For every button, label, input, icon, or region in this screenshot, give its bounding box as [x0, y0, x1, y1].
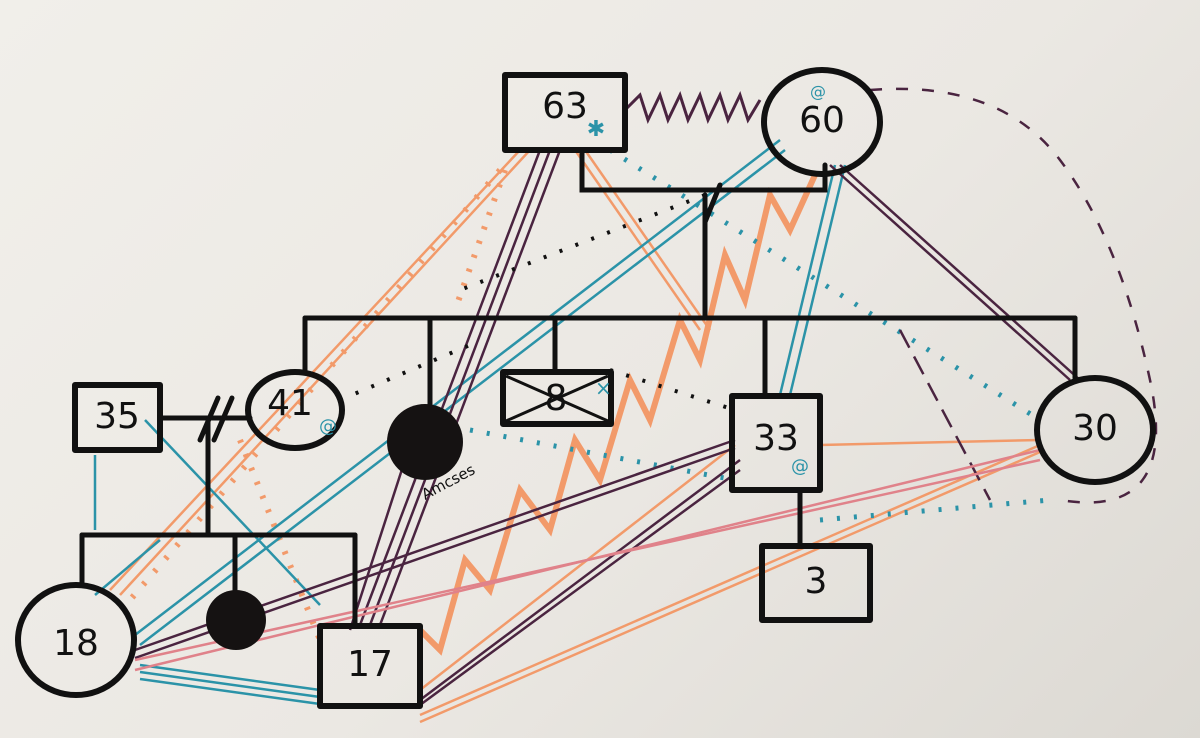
node-grandchild-18[interactable]: 18 — [15, 582, 137, 698]
relationship-lines — [93, 87, 1158, 724]
node-partner-35[interactable]: 35 — [72, 382, 163, 453]
node-label: 41 — [267, 383, 313, 424]
pink-lines — [134, 448, 1041, 672]
node-label: 8 — [545, 378, 568, 419]
node-father[interactable]: 63 ✱ — [502, 72, 628, 153]
node-label: 30 — [1072, 408, 1118, 449]
spiral-icon: @ — [319, 416, 337, 437]
node-label: 17 — [347, 644, 393, 685]
node-deceased-son[interactable]: 8 × — [500, 369, 614, 427]
node-label: 33 — [753, 418, 799, 459]
node-label: 35 — [94, 396, 140, 437]
node-label: 60 — [799, 100, 845, 141]
node-daughter-41[interactable]: 41 @ — [245, 369, 345, 451]
spiral-icon: @ — [810, 82, 826, 101]
node-grandchild-deceased[interactable] — [206, 590, 266, 650]
teal-lines — [93, 139, 1051, 706]
family-lines — [79, 147, 1078, 629]
node-mother[interactable]: 60 @ — [761, 67, 883, 177]
conflict-zigzag-orange — [417, 173, 818, 656]
asterisk-icon: ✱ — [587, 117, 605, 142]
node-daughter-30[interactable]: 30 — [1034, 375, 1156, 485]
node-label: 3 — [805, 561, 828, 602]
spiral-icon: @ — [791, 456, 809, 477]
node-grandchild-17[interactable]: 17 — [317, 623, 423, 709]
node-label: 18 — [53, 623, 99, 664]
node-deceased-daughter[interactable]: Amcses — [387, 404, 478, 504]
node-grandchild-3[interactable]: 3 — [759, 543, 873, 623]
node-label: 63 — [542, 86, 588, 127]
cross-icon: × — [595, 376, 612, 400]
orange-lines — [109, 149, 1041, 724]
conflict-zigzag-purple — [623, 90, 762, 125]
node-son-33[interactable]: 33 @ — [729, 393, 823, 493]
black-dotted-lines — [339, 193, 736, 412]
